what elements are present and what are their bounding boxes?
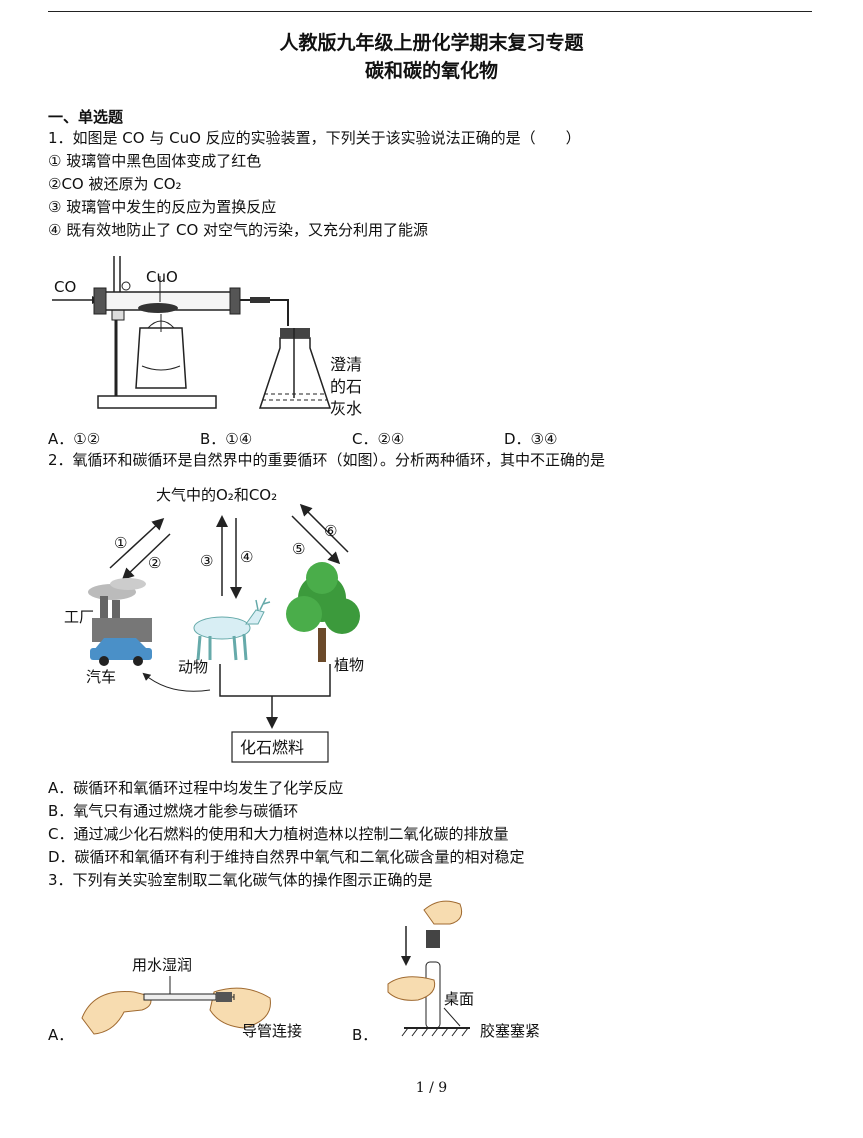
label-cuo: CuO bbox=[146, 268, 178, 286]
label-num-5: ⑤ bbox=[292, 540, 305, 558]
label-fossil: 化石燃料 bbox=[240, 738, 304, 757]
cuo-powder bbox=[138, 303, 178, 313]
stand-base bbox=[97, 395, 217, 409]
q1-statement-3: ③ 玻璃管中发生的反应为置换反应 bbox=[48, 198, 277, 216]
q3-stem: 3．下列有关实验室制取二氧化碳气体的操作图示正确的是 bbox=[48, 871, 433, 889]
label-num-1: ① bbox=[114, 534, 127, 552]
page-subtitle: 碳和碳的氧化物 bbox=[364, 60, 498, 82]
q1-statement-1: ① 玻璃管中黑色固体变成了红色 bbox=[48, 152, 262, 170]
label-atmosphere: 大气中的O₂和CO₂ bbox=[156, 486, 277, 504]
q1-apparatus-figure: CO CuO 澄清 的石 灰水 bbox=[52, 256, 362, 418]
tree-icon bbox=[286, 562, 360, 662]
stand-clamp bbox=[111, 309, 125, 321]
q1-statement-4: ④ 既有效地防止了 CO 对空气的污染，又充分利用了能源 bbox=[48, 221, 429, 239]
q2-option-d: D．碳循环和氧循环有利于维持自然界中氧气和二氧化碳含量的相对稳定 bbox=[48, 848, 525, 866]
q1-option-a: A．①② bbox=[48, 430, 101, 448]
label-lime-2: 的石 bbox=[330, 377, 362, 396]
label-lime-1: 澄清 bbox=[330, 355, 362, 374]
q2-option-b: B．氧气只有通过燃烧才能参与碳循环 bbox=[48, 802, 299, 820]
caption-a: 导管连接 bbox=[242, 1022, 302, 1040]
q3-figure-b: 桌面 胶塞塞紧 bbox=[387, 900, 540, 1040]
q1-stem: 1．如图是 CO 与 CuO 反应的实验装置，下列关于该实验说法正确的是（ ） bbox=[48, 129, 581, 147]
section-heading: 一、单选题 bbox=[48, 108, 124, 126]
q1-option-b: B．①④ bbox=[200, 430, 253, 448]
upper-hand-icon bbox=[423, 900, 463, 925]
label-wet: 用水湿润 bbox=[132, 956, 192, 974]
glass-tube-a bbox=[143, 993, 217, 1001]
lower-hand-icon bbox=[387, 976, 436, 1001]
label-factory: 工厂 bbox=[64, 608, 94, 626]
q1-option-d: D．③④ bbox=[504, 430, 558, 448]
q1-statement-2: ②CO 被还原为 CO₂ bbox=[48, 175, 182, 193]
label-num-6: ⑥ bbox=[324, 522, 337, 540]
label-num-3: ③ bbox=[200, 552, 213, 570]
label-animal: 动物 bbox=[178, 658, 208, 676]
q3-option-b-letter: B． bbox=[352, 1026, 378, 1044]
q3-figure-a: 用水湿润 导管连接 bbox=[81, 956, 302, 1040]
factory-icon bbox=[88, 578, 152, 642]
left-hand-icon bbox=[81, 991, 152, 1035]
fossil-box bbox=[231, 731, 329, 763]
deer-icon bbox=[193, 597, 271, 661]
label-desk: 桌面 bbox=[444, 990, 474, 1008]
car-icon bbox=[90, 638, 152, 666]
q2-stem: 2．氧循环和碳循环是自然界中的重要循环（如图）。分析两种循环，其中不正确的是 bbox=[48, 451, 606, 469]
q2-option-c: C．通过减少化石燃料的使用和大力植树造林以控制二氧化碳的排放量 bbox=[48, 825, 509, 843]
conical-flask bbox=[258, 337, 332, 409]
caption-b: 胶塞塞紧 bbox=[480, 1022, 540, 1040]
q2-cycle-figure: 大气中的O₂和CO₂ ① ② ③ ④ ⑤ ⑥ 工厂 汽车 动物 bbox=[64, 486, 364, 763]
label-car: 汽车 bbox=[86, 668, 116, 686]
outlet-pipe bbox=[240, 299, 289, 326]
label-num-4: ④ bbox=[240, 548, 253, 566]
q3-option-a-letter: A． bbox=[48, 1026, 74, 1044]
label-num-2: ② bbox=[148, 554, 161, 572]
q2-option-a: A．碳循环和氧循环过程中均发生了化学反应 bbox=[48, 779, 344, 797]
page-title: 人教版九年级上册化学期末复习专题 bbox=[279, 32, 584, 54]
label-plant: 植物 bbox=[334, 656, 364, 674]
rubber-stopper bbox=[426, 930, 440, 948]
page-number: 1 / 9 bbox=[415, 1080, 448, 1096]
q1-option-c: C．②④ bbox=[352, 430, 405, 448]
label-co: CO bbox=[54, 278, 76, 296]
top-rule bbox=[48, 11, 812, 12]
label-lime-3: 灰水 bbox=[330, 399, 362, 418]
alcohol-lamp bbox=[135, 327, 187, 389]
